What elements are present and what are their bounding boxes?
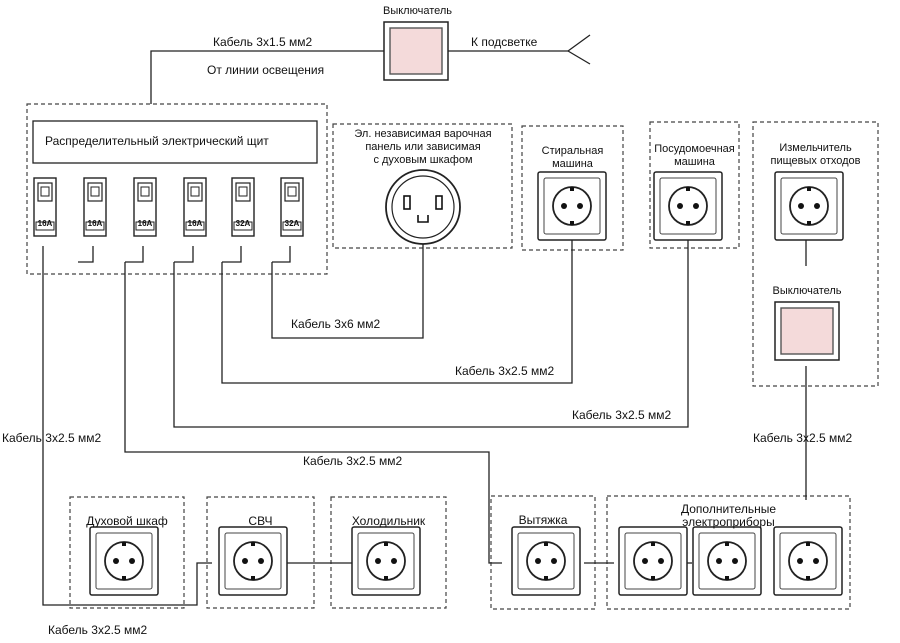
bottom-cable-label: Кабель 3х2.5 мм2 — [48, 623, 148, 637]
to-backlight-label: К подсветке — [471, 35, 538, 49]
dishwasher-frame — [649, 121, 740, 249]
extra-socket-1-icon — [618, 526, 688, 596]
breaker-6-rating: 32A — [284, 219, 300, 228]
extra-frame — [606, 495, 851, 610]
disposer-label: Измельчитель пищевых отходов — [770, 142, 861, 167]
panel-title-box — [32, 120, 318, 164]
washer-cable-label: Кабель 3х2.5 мм2 — [455, 364, 555, 378]
disposer-socket-icon — [774, 171, 844, 241]
microwave-socket-icon — [218, 526, 288, 596]
panel-frame — [26, 103, 328, 275]
extra-label: Дополнительные электроприборы — [681, 502, 776, 529]
left-cable-label: Кабель 3х2.5 мм2 — [2, 431, 102, 445]
top-switch-label: Выключатель — [383, 5, 453, 17]
fridge-frame — [330, 496, 447, 609]
oven-label: Духовой шкаф — [86, 514, 168, 528]
hob-cable-label: Кабель 3х6 мм2 — [291, 317, 381, 331]
mid-cable-label: Кабель 3х2.5 мм2 — [303, 454, 403, 468]
washer-label: Стиральная машина — [541, 145, 604, 170]
hob-label: Эл. независимая варочная панель или зави… — [354, 128, 492, 166]
oven-frame — [69, 496, 185, 609]
microwave-label: СВЧ — [248, 514, 273, 528]
lighting-source-label: От линии освещения — [207, 63, 325, 77]
dishwasher-socket-icon — [653, 171, 723, 241]
breaker-4-rating: 16A — [187, 219, 203, 228]
disposer-switch — [774, 301, 840, 361]
breaker-3-rating: 16A — [137, 219, 153, 228]
oven-socket-icon — [89, 526, 159, 596]
disposer-switch-label: Выключатель — [772, 285, 842, 297]
fridge-label: Холодильник — [351, 514, 426, 528]
breaker-2-rating: 16A — [87, 219, 103, 228]
dishwasher-label: Посудомоечная машина — [654, 143, 735, 168]
dishwasher-cable-label: Кабель 3х2.5 мм2 — [572, 408, 672, 422]
hob-socket-icon — [385, 169, 461, 245]
fridge-socket-icon — [351, 526, 421, 596]
lighting-cable-label: Кабель 3х1.5 мм2 — [213, 35, 313, 49]
extra-socket-2-icon — [692, 526, 762, 596]
microwave-frame — [206, 496, 315, 609]
hood-label: Вытяжка — [518, 513, 568, 527]
panel-title: Распределительный электрический щит — [45, 134, 269, 148]
hood-frame — [490, 495, 596, 610]
hood-socket-icon — [511, 526, 581, 596]
breaker-5-rating: 32A — [235, 219, 251, 228]
disposer-frame — [752, 121, 879, 387]
breaker-1-rating: 16A — [37, 219, 53, 228]
disposer-cable-label: Кабель 3х2.5 мм2 — [753, 431, 853, 445]
extra-socket-3-icon — [773, 526, 843, 596]
top-switch — [383, 21, 449, 81]
washer-socket-icon — [537, 171, 607, 241]
